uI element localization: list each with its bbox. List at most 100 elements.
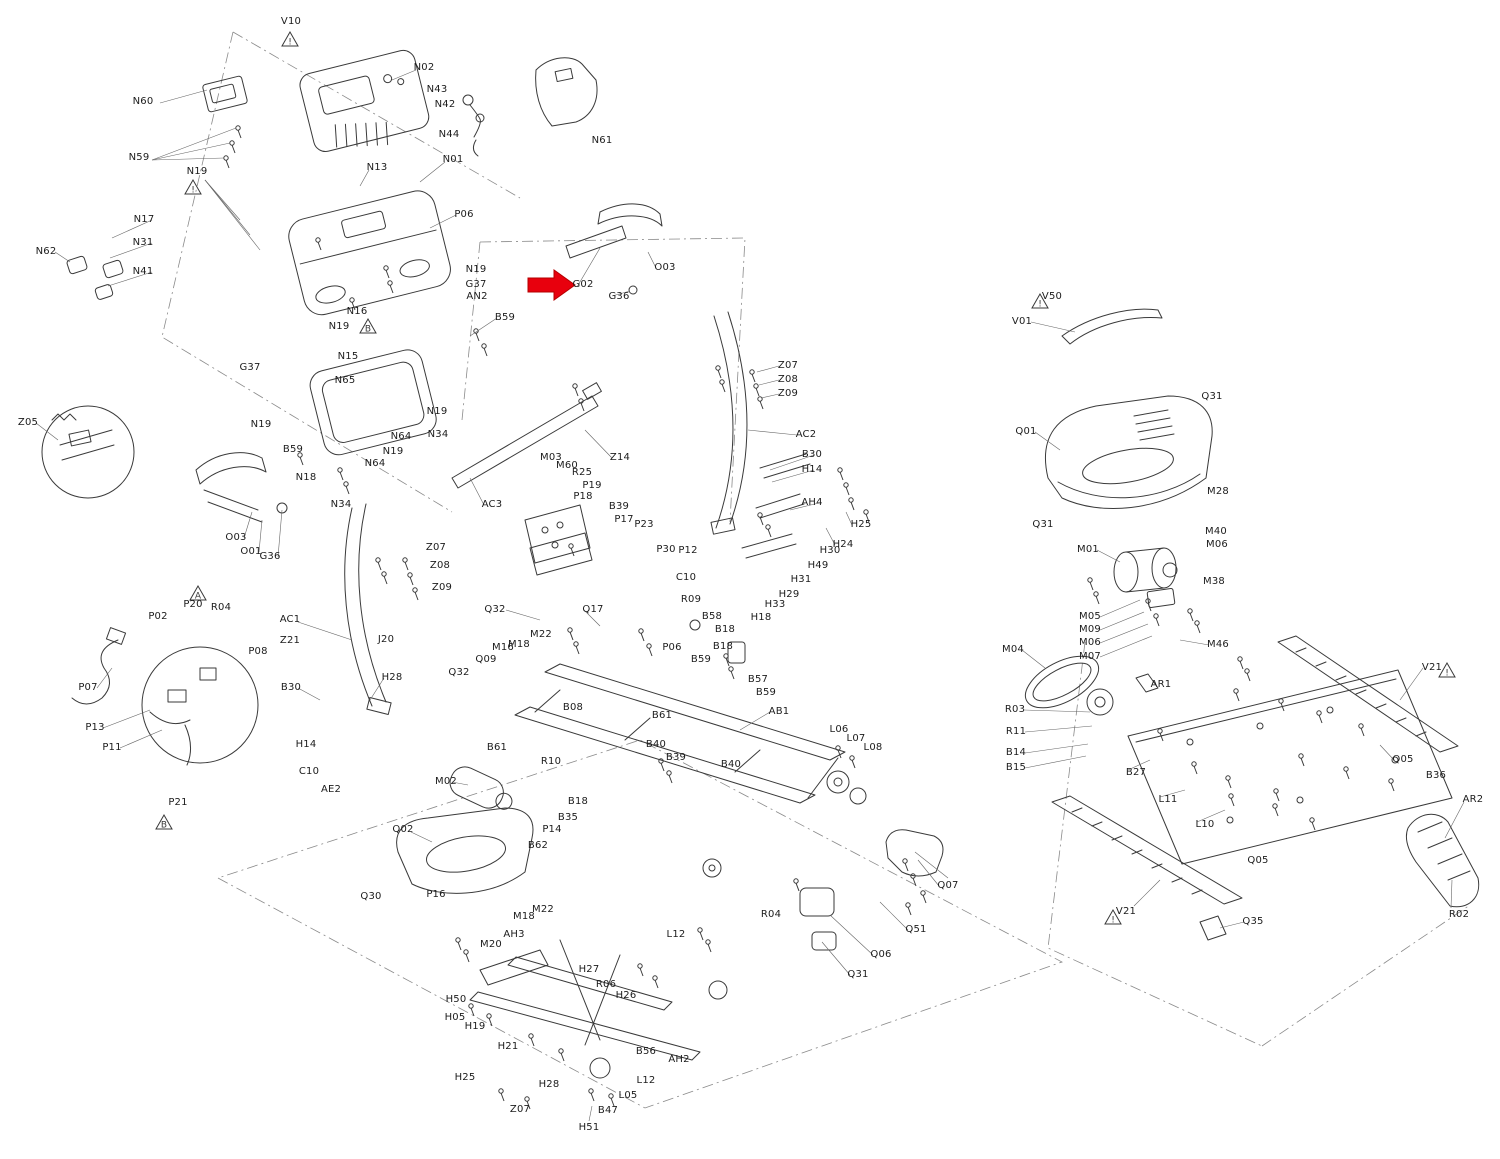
motor-hood	[1044, 395, 1213, 510]
belt-pulley	[1024, 655, 1159, 716]
part-label-r10: R10	[540, 756, 562, 767]
part-label-m18: M18	[508, 639, 530, 650]
part-label-h14: H14	[295, 739, 317, 750]
part-label-l12: L12	[666, 929, 686, 940]
part-label-q51: Q51	[905, 924, 927, 935]
part-label-q01: Q01	[1015, 426, 1037, 437]
red-pointer-arrow-icon	[527, 269, 576, 301]
part-label-b61: B61	[651, 710, 673, 721]
svg-text:!: !	[1038, 300, 1042, 310]
part-label-m22: M22	[532, 904, 554, 915]
part-label-l11: L11	[1158, 794, 1178, 805]
part-label-g36: G36	[259, 551, 281, 562]
part-label-b27: B27	[1125, 767, 1147, 778]
part-label-o01: O01	[240, 546, 262, 557]
part-label-n44: N44	[438, 129, 460, 140]
part-label-q02: Q02	[392, 824, 414, 835]
part-label-b30: B30	[280, 682, 302, 693]
part-label-n19: N19	[250, 419, 272, 430]
part-label-n42: N42	[434, 99, 456, 110]
section-marker-b: B	[359, 317, 377, 335]
part-label-ac2: AC2	[795, 429, 817, 440]
warning-triangle-icon: !	[1438, 661, 1456, 679]
parts-artwork	[41, 49, 1480, 1079]
part-label-ae2: AE2	[320, 784, 342, 795]
section-marker-b: B	[155, 813, 173, 831]
part-label-b47: B47	[597, 1105, 619, 1116]
safety-markers: !!BAB!!!	[155, 30, 1456, 926]
part-label-p13: P13	[85, 722, 105, 733]
side-rail-bottom	[1051, 795, 1243, 941]
part-label-h51: H51	[578, 1122, 600, 1133]
part-label-p23: P23	[634, 519, 654, 530]
base-tray	[396, 807, 534, 894]
part-label-p19: P19	[582, 480, 602, 491]
part-label-g37: G37	[465, 279, 487, 290]
part-label-n17: N17	[133, 214, 155, 225]
part-label-r04: R04	[760, 909, 782, 920]
warning-triangle-icon: !	[1104, 908, 1122, 926]
bracket-n61	[535, 57, 598, 127]
handlebar-frame	[309, 349, 437, 456]
frame-rails	[514, 619, 867, 805]
boundary-lines	[161, 31, 1471, 1109]
part-label-z21: Z21	[279, 635, 301, 646]
part-label-r04: R04	[210, 602, 232, 613]
part-label-n64: N64	[364, 458, 386, 469]
part-label-l05: L05	[618, 1090, 638, 1101]
part-label-r11: R11	[1005, 726, 1027, 737]
part-label-h14: H14	[801, 464, 823, 475]
part-label-h24: H24	[832, 539, 854, 550]
fastener-glyphs	[223, 125, 1395, 1110]
plate-n60	[202, 75, 248, 113]
part-label-l12: L12	[636, 1075, 656, 1086]
console-cap	[299, 49, 430, 153]
part-label-m22: M22	[530, 629, 552, 640]
tube-o01	[195, 452, 288, 523]
svg-text:!: !	[1445, 669, 1449, 679]
part-label-h31: H31	[790, 574, 812, 585]
part-label-ac1: AC1	[279, 614, 301, 625]
handlebar-tubes	[565, 203, 663, 295]
mid-bracket-row	[741, 453, 811, 559]
handle-v01	[1061, 308, 1163, 345]
part-label-m40: M40	[1205, 526, 1227, 537]
part-label-h28: H28	[381, 672, 403, 683]
part-label-m06: M06	[1206, 539, 1228, 550]
part-label-m09: M09	[1079, 624, 1101, 635]
part-label-c10: C10	[675, 572, 697, 583]
part-label-r02: R02	[1448, 909, 1470, 920]
part-label-q30: Q30	[360, 891, 382, 902]
part-label-an2: AN2	[466, 291, 488, 302]
part-label-b36: B36	[1425, 770, 1447, 781]
part-label-m18: M18	[513, 911, 535, 922]
part-label-m05: M05	[1079, 611, 1101, 622]
part-label-o03: O03	[225, 532, 247, 543]
part-label-b39: B39	[608, 501, 630, 512]
part-label-n34: N34	[330, 499, 352, 510]
part-label-b15: B15	[1005, 762, 1027, 773]
part-label-v21: V21	[1421, 662, 1443, 673]
part-label-h49: H49	[807, 560, 829, 571]
motor-m02	[449, 766, 513, 810]
part-label-ab1: AB1	[768, 706, 790, 717]
part-label-p18: P18	[573, 491, 593, 502]
part-label-q35: Q35	[1242, 916, 1264, 927]
part-label-r03: R03	[1004, 704, 1026, 715]
part-label-m38: M38	[1203, 576, 1225, 587]
part-label-m20: M20	[480, 939, 502, 950]
part-label-q31: Q31	[1032, 519, 1054, 530]
part-label-n19: N19	[328, 321, 350, 332]
part-label-ah4: AH4	[801, 497, 823, 508]
side-rail-top	[1277, 635, 1459, 753]
bracket-cluster	[524, 504, 593, 576]
part-label-h25: H25	[850, 519, 872, 530]
rail-z14	[451, 382, 602, 489]
highlight-arrow	[527, 269, 576, 301]
part-label-b40: B40	[645, 739, 667, 750]
part-label-p30: P30	[656, 544, 676, 555]
part-label-b18: B18	[714, 624, 736, 635]
part-label-m04: M04	[1002, 644, 1024, 655]
part-label-m46: M46	[1207, 639, 1229, 650]
part-label-b18: B18	[712, 641, 734, 652]
